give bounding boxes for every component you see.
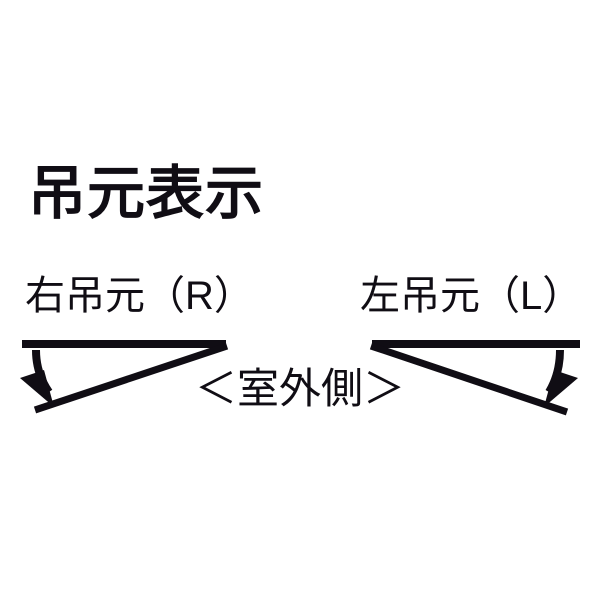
page-title: 吊元表示 (28, 161, 265, 226)
left-hinge-label: 左吊元（L） (360, 274, 583, 318)
right-hinge-label: 右吊元（R） (25, 274, 254, 318)
exterior-side-caption: ＜室外側＞ (194, 365, 405, 412)
